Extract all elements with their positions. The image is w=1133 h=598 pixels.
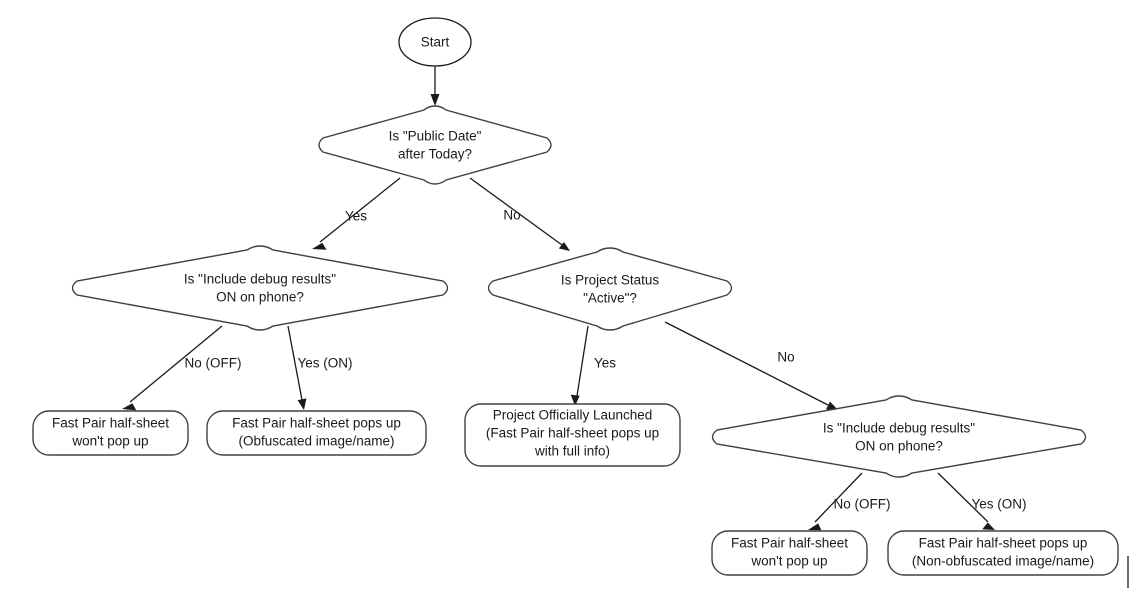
node-start[interactable]: Start	[398, 17, 472, 67]
node-result-right-off-line1: Fast Pair half-sheet	[731, 536, 848, 551]
node-result-left-off-line1: Fast Pair half-sheet	[52, 416, 169, 431]
node-result-right-off-line2: won't pop up	[750, 554, 827, 569]
edge-project-status-yes: Yes	[570, 325, 616, 406]
node-debug-left-line1: Is "Include debug results"	[184, 272, 336, 287]
edge-label-public-date-yes: Yes	[345, 209, 367, 224]
node-result-left-on-line1: Fast Pair half-sheet pops up	[232, 416, 401, 431]
edge-debug-left-on: Yes (ON)	[287, 325, 353, 410]
node-result-launched-line3: with full info)	[534, 444, 610, 459]
node-public-date-decision[interactable]: Is "Public Date" after Today?	[318, 105, 552, 185]
node-result-launched[interactable]: Project Officially Launched (Fast Pair h…	[464, 403, 681, 467]
edge-label-debug-right-off: No (OFF)	[834, 497, 891, 512]
node-project-status-decision[interactable]: Is Project Status "Active"?	[487, 247, 733, 331]
edge-label-public-date-no: No	[503, 208, 520, 223]
edge-public-date-no: No	[469, 177, 570, 251]
node-debug-right-decision[interactable]: Is "Include debug results" ON on phone?	[711, 395, 1087, 478]
node-result-launched-line2: (Fast Pair half-sheet pops up	[486, 426, 659, 441]
edge-label-debug-right-on: Yes (ON)	[971, 497, 1026, 512]
node-result-left-on[interactable]: Fast Pair half-sheet pops up (Obfuscated…	[206, 410, 427, 456]
edge-label-project-status-yes: Yes	[594, 356, 616, 371]
node-result-launched-line1: Project Officially Launched	[493, 408, 653, 423]
edge-project-status-no: No	[664, 321, 838, 410]
edge-debug-left-off: No (OFF)	[122, 325, 242, 411]
node-result-right-on-line2: (Non-obfuscated image/name)	[912, 554, 1094, 569]
edge-label-project-status-no: No	[777, 350, 794, 365]
edge-label-debug-left-off: No (OFF)	[185, 356, 242, 371]
node-debug-right-line1: Is "Include debug results"	[823, 421, 975, 436]
node-start-label: Start	[421, 35, 450, 50]
edge-label-debug-left-on: Yes (ON)	[297, 356, 352, 371]
node-result-right-off[interactable]: Fast Pair half-sheet won't pop up	[711, 530, 868, 576]
edge-public-date-yes: Yes	[312, 177, 401, 250]
node-project-status-line2: "Active"?	[583, 291, 637, 306]
node-result-left-on-line2: (Obfuscated image/name)	[238, 434, 394, 449]
node-result-right-on-line1: Fast Pair half-sheet pops up	[919, 536, 1088, 551]
node-public-date-line2: after Today?	[398, 147, 472, 162]
node-public-date-line1: Is "Public Date"	[389, 129, 482, 144]
edge-debug-right-off: No (OFF)	[808, 472, 891, 531]
edge-debug-right-on: Yes (ON)	[937, 472, 1027, 530]
node-result-left-off-line2: won't pop up	[71, 434, 148, 449]
node-result-left-off[interactable]: Fast Pair half-sheet won't pop up	[32, 410, 189, 456]
node-result-right-on[interactable]: Fast Pair half-sheet pops up (Non-obfusc…	[887, 530, 1119, 576]
node-debug-left-line2: ON on phone?	[216, 290, 304, 305]
node-debug-right-line2: ON on phone?	[855, 439, 943, 454]
node-project-status-line1: Is Project Status	[561, 273, 660, 288]
edge-start-to-public-date	[430, 66, 440, 106]
node-debug-left-decision[interactable]: Is "Include debug results" ON on phone?	[71, 245, 449, 331]
